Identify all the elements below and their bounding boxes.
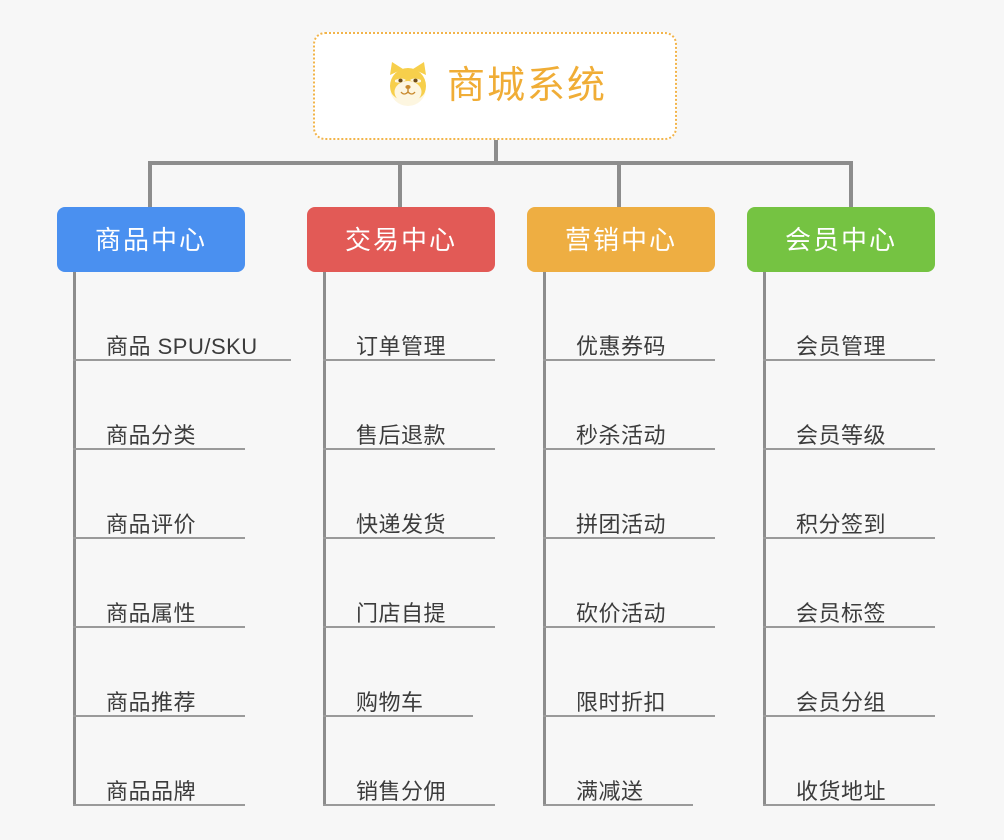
- list-item-label: 会员分组: [796, 689, 887, 715]
- connector-drop-3: [617, 161, 621, 207]
- connector-horizontal-bus: [148, 161, 852, 165]
- list-item-label: 会员管理: [796, 333, 887, 359]
- list-item[interactable]: 拼团活动: [543, 450, 715, 539]
- list-item[interactable]: 商品属性: [73, 539, 245, 628]
- category-box-3[interactable]: 会员中心: [747, 207, 935, 272]
- branch-spine-0: [73, 272, 76, 806]
- list-item-label: 门店自提: [356, 600, 447, 626]
- list-item-label: 订单管理: [356, 333, 447, 359]
- list-item[interactable]: 限时折扣: [543, 628, 715, 717]
- list-item[interactable]: 商品分类: [73, 361, 245, 450]
- list-item[interactable]: 商品品牌: [73, 717, 245, 806]
- list-item-label: 收货地址: [796, 778, 887, 804]
- branch-column-0: 商品中心 商品 SPU/SKU 商品分类 商品评价 商品属性 商品推荐 商品品牌: [57, 207, 291, 806]
- list-item[interactable]: 砍价活动: [543, 539, 715, 628]
- root-node[interactable]: 商城系统: [313, 32, 677, 140]
- list-item[interactable]: 快递发货: [323, 450, 495, 539]
- list-item-label: 满减送: [576, 778, 644, 804]
- list-item[interactable]: 会员分组: [763, 628, 935, 717]
- list-item-label: 购物车: [356, 689, 424, 715]
- category-box-1[interactable]: 交易中心: [307, 207, 495, 272]
- branch-column-3: 会员中心 会员管理 会员等级 积分签到 会员标签 会员分组 收货地址: [747, 207, 935, 806]
- list-item-label: 商品 SPU/SKU: [106, 333, 258, 359]
- list-item[interactable]: 积分签到: [763, 450, 935, 539]
- connector-drop-2: [398, 161, 402, 207]
- connector-drop-1: [148, 161, 152, 207]
- list-item[interactable]: 秒杀活动: [543, 361, 715, 450]
- branch-spine-2: [543, 272, 546, 806]
- branch-spine-1: [323, 272, 326, 806]
- list-item-label: 限时折扣: [576, 689, 667, 715]
- list-item[interactable]: 售后退款: [323, 361, 495, 450]
- list-item[interactable]: 商品推荐: [73, 628, 245, 717]
- list-item-label: 砍价活动: [576, 600, 667, 626]
- list-item[interactable]: 收货地址: [763, 717, 935, 806]
- list-item-label: 商品推荐: [106, 689, 197, 715]
- branch-items-1: 订单管理 售后退款 快递发货 门店自提 购物车 销售分佣: [323, 272, 495, 806]
- category-label-3: 会员中心: [784, 224, 897, 255]
- list-item-label: 商品分类: [106, 422, 197, 448]
- list-item[interactable]: 商品 SPU/SKU: [73, 272, 291, 361]
- category-box-0[interactable]: 商品中心: [57, 207, 245, 272]
- list-item-label: 拼团活动: [576, 511, 667, 537]
- root-title: 商城系统: [446, 65, 607, 107]
- shiba-dog-icon: [383, 59, 433, 114]
- list-item-label: 快递发货: [356, 511, 447, 537]
- list-item[interactable]: 销售分佣: [323, 717, 495, 806]
- list-item-label: 售后退款: [356, 422, 447, 448]
- list-item[interactable]: 会员管理: [763, 272, 935, 361]
- branch-items-0: 商品 SPU/SKU 商品分类 商品评价 商品属性 商品推荐 商品品牌: [73, 272, 291, 806]
- list-item[interactable]: 会员标签: [763, 539, 935, 628]
- list-item[interactable]: 会员等级: [763, 361, 935, 450]
- list-item[interactable]: 商品评价: [73, 450, 245, 539]
- branch-column-2: 营销中心 优惠券码 秒杀活动 拼团活动 砍价活动 限时折扣 满减送: [527, 207, 715, 806]
- list-item-label: 积分签到: [796, 511, 887, 537]
- list-item-label: 商品品牌: [106, 778, 197, 804]
- list-item-label: 优惠券码: [576, 333, 667, 359]
- branch-column-1: 交易中心 订单管理 售后退款 快递发货 门店自提 购物车 销售分佣: [307, 207, 495, 806]
- category-box-2[interactable]: 营销中心: [527, 207, 715, 272]
- list-item-label: 商品评价: [106, 511, 197, 537]
- connector-root-stem: [494, 140, 498, 164]
- list-item-label: 销售分佣: [356, 778, 447, 804]
- branch-items-2: 优惠券码 秒杀活动 拼团活动 砍价活动 限时折扣 满减送: [543, 272, 715, 806]
- category-label-2: 营销中心: [564, 224, 677, 255]
- category-label-1: 交易中心: [344, 224, 457, 255]
- branch-items-3: 会员管理 会员等级 积分签到 会员标签 会员分组 收货地址: [763, 272, 935, 806]
- list-item[interactable]: 购物车: [323, 628, 473, 717]
- category-label-0: 商品中心: [94, 224, 207, 255]
- list-item-label: 会员标签: [796, 600, 887, 626]
- list-item[interactable]: 门店自提: [323, 539, 495, 628]
- list-item[interactable]: 满减送: [543, 717, 693, 806]
- branch-spine-3: [763, 272, 766, 806]
- list-item-label: 秒杀活动: [576, 422, 667, 448]
- list-item-label: 商品属性: [106, 600, 197, 626]
- list-item[interactable]: 优惠券码: [543, 272, 715, 361]
- list-item[interactable]: 订单管理: [323, 272, 495, 361]
- connector-drop-4: [849, 161, 853, 207]
- list-item-label: 会员等级: [796, 422, 887, 448]
